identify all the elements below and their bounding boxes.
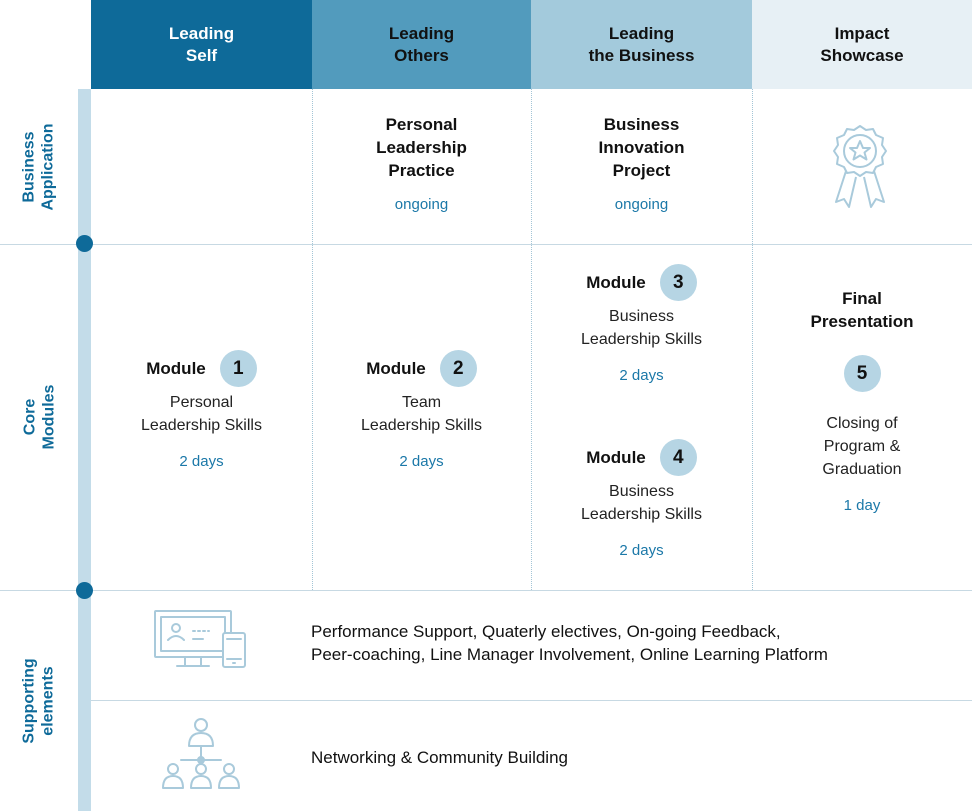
final-title-line: Presentation: [810, 312, 914, 331]
supporting-text-line: Performance Support, Quaterly electives,…: [311, 622, 781, 641]
module-2: Module 2 Team Leadership Skills 2 days: [312, 350, 531, 470]
practice-title-line: Personal: [385, 115, 458, 134]
module-title-line: Leadership Skills: [581, 331, 702, 348]
practice-duration: ongoing: [394, 196, 449, 213]
module-number-badge: 1: [219, 350, 257, 387]
module-header: Module 4: [586, 439, 697, 476]
project-title-line: Project: [612, 161, 671, 180]
practice-title-line: Practice: [388, 161, 455, 180]
column-divider: [312, 89, 313, 590]
row-label-line: elements: [40, 665, 57, 736]
module-3: Module 3 Business Leadership Skills 2 da…: [531, 264, 752, 384]
header-line: Showcase: [820, 45, 904, 65]
personal-leadership-practice: Personal Leadership Practice ongoing: [312, 113, 531, 213]
module-number-badge: 2: [439, 350, 477, 387]
column-header-impact-showcase: Impact Showcase: [752, 0, 972, 89]
column-divider: [531, 89, 532, 590]
module-4: Module 4 Business Leadership Skills 2 da…: [531, 439, 752, 559]
module-number-badge: 5: [843, 355, 881, 392]
final-presentation: Final Presentation 5 Closing of Program …: [752, 287, 972, 514]
row-label-line: Core: [20, 398, 38, 436]
module-title-line: Leadership Skills: [141, 417, 262, 434]
header-line: Leading: [168, 23, 235, 43]
row-label-line: Supporting: [21, 657, 38, 744]
network-people-icon: [162, 718, 240, 789]
timeline-rail: [78, 89, 91, 811]
supporting-text-line: Peer-coaching, Line Manager Involvement,…: [311, 645, 828, 664]
module-header: Module 3: [586, 264, 697, 301]
final-title-line: Final: [842, 289, 882, 308]
header-line: Leading: [388, 23, 455, 43]
module-label: Module: [146, 358, 206, 378]
row-label-core-modules: Core Modules: [0, 244, 78, 590]
row-label-line: Modules: [39, 384, 57, 450]
module-title-line: Personal: [169, 394, 234, 411]
row-label-supporting-elements: Supporting elements: [0, 590, 78, 811]
final-desc-line: Program &: [823, 438, 901, 455]
row-divider: [0, 590, 972, 591]
module-label: Module: [586, 272, 646, 292]
timeline-dot: [76, 235, 93, 252]
module-title-line: Leadership Skills: [361, 417, 482, 434]
project-duration: ongoing: [614, 196, 669, 213]
row-label-line: Business: [21, 130, 39, 203]
module-duration: 2 days: [619, 542, 664, 559]
module-number-badge: 4: [659, 439, 697, 476]
final-desc-line: Closing of: [826, 415, 898, 432]
module-duration: 2 days: [399, 453, 444, 470]
row-label-line: Application: [40, 122, 58, 211]
module-duration: 2 days: [179, 453, 224, 470]
module-header: Module 2: [366, 350, 477, 387]
column-header-leading-business: Leading the Business: [531, 0, 752, 89]
networking-text: Networking & Community Building: [311, 748, 568, 767]
module-title-line: Business: [609, 308, 674, 325]
module-1: Module 1 Personal Leadership Skills 2 da…: [91, 350, 312, 470]
final-duration: 1 day: [843, 497, 881, 514]
column-header-leading-self: Leading Self: [91, 0, 312, 89]
module-title-line: Business: [609, 483, 674, 500]
final-desc-line: Graduation: [822, 461, 902, 478]
practice-title-line: Leadership: [376, 138, 467, 157]
header-line: Leading: [608, 23, 675, 43]
module-number-badge: 3: [659, 264, 697, 301]
timeline-dot: [76, 582, 93, 599]
business-innovation-project: Business Innovation Project ongoing: [531, 113, 752, 213]
module-header: Module 1: [146, 350, 257, 387]
devices-icon: [154, 610, 246, 668]
header-line: the Business: [588, 45, 695, 65]
column-header-leading-others: Leading Others: [312, 0, 531, 89]
module-title-line: Team: [401, 394, 442, 411]
row-divider: [0, 244, 972, 245]
supporting-elements-list: Performance Support, Quaterly electives,…: [311, 620, 828, 666]
module-duration: 2 days: [619, 367, 664, 384]
module-title-line: Leadership Skills: [581, 506, 702, 523]
column-divider: [752, 89, 753, 590]
award-ribbon-icon: [833, 125, 887, 208]
header-line: Others: [394, 45, 449, 65]
module-label: Module: [366, 358, 426, 378]
row-divider: [91, 700, 972, 701]
row-label-business-application: Business Application: [0, 89, 78, 244]
header-line: Self: [185, 45, 218, 65]
header-line: Impact: [834, 23, 890, 43]
module-label: Module: [586, 447, 646, 467]
project-title-line: Business: [603, 115, 680, 134]
project-title-line: Innovation: [598, 138, 685, 157]
